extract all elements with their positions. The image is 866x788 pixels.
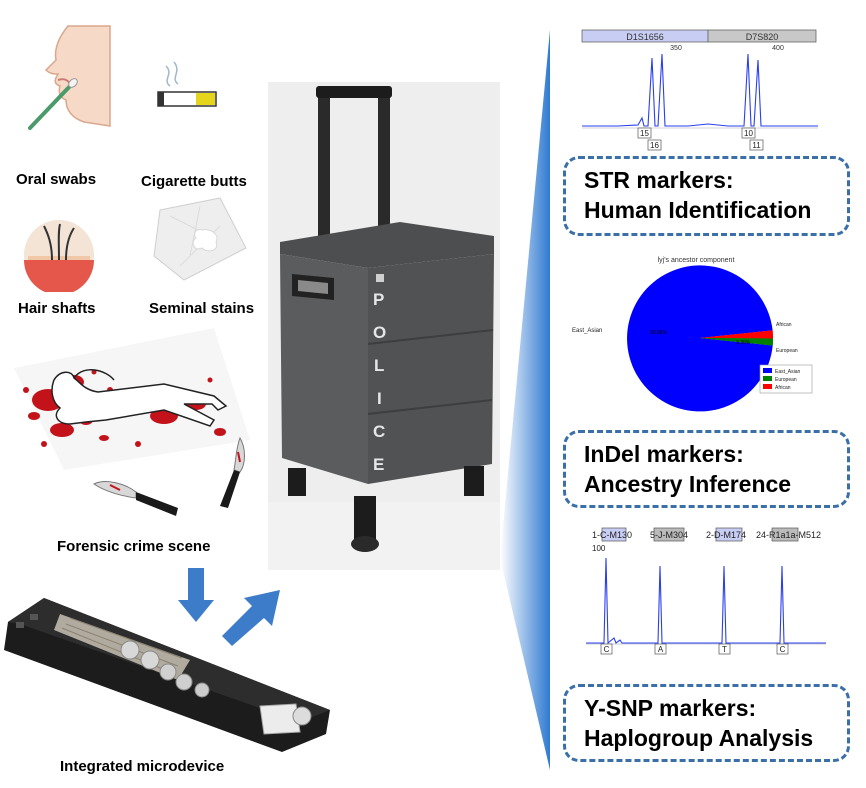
diagonal-up-arrow-icon [222,590,280,646]
indel-card-title: InDel markers: [584,441,744,467]
police-letter-O: O [373,323,387,342]
pie-side-label-european: European [776,348,798,354]
str-allele-10: 10 [744,129,753,138]
ysnp-allele-3: T [722,645,727,654]
ysnp-marker-4: 24-R1a1a-M512 [756,530,821,540]
police-letter-I: I [377,389,382,408]
str-locus-2: D7S820 [746,32,779,42]
results-wedge [500,30,550,770]
ysnp-card-title: Y-SNP markers: [584,695,757,721]
legend-swatch-african [763,384,772,389]
pie-side-label-african: African [776,322,792,328]
microdevice-illustration [4,598,330,752]
indel-card: InDel markers: Ancestry Inference [563,430,850,508]
ysnp-allele-1: C [604,645,610,654]
police-letter-E: E [373,455,385,474]
str-tick-400: 400 [772,45,784,52]
ancestry-pie-chart: lyj's ancestor component East_Asian Afri… [572,257,813,412]
str-allele-15: 15 [640,129,649,138]
crime-scene-illustration [14,328,250,516]
str-tick-350: 350 [670,45,682,52]
police-letter-C: C [373,422,386,441]
oral-swab-illustration [28,25,111,130]
oral-swabs-label: Oral swabs [16,171,97,188]
str-card-title: STR markers: [584,167,734,193]
ysnp-electropherogram: 1-C-M130 5-J-M304 2-D-M174 24-R1a1a-M512… [586,527,826,655]
indel-card-subtitle: Ancestry Inference [584,471,792,497]
pie-slice-label-main: 93.86% [650,330,668,336]
str-card-subtitle: Human Identification [584,197,812,223]
crime-scene-label: Forensic crime scene [57,538,211,555]
legend-east-asian: East_Asian [775,369,801,375]
legend-swatch-east-asian [763,368,772,373]
police-letter-L: L [374,356,385,375]
ysnp-allele-4: C [780,645,786,654]
cigarette-butts-label: Cigarette butts [141,173,247,190]
hair-shafts-label: Hair shafts [18,300,96,317]
ysnp-allele-2: A [658,645,664,654]
seminal-stain-illustration [153,197,247,281]
ysnp-tick-100: 100 [592,544,606,553]
str-card: STR markers: Human Identification [563,156,850,236]
instrument-illustration [268,82,500,570]
ysnp-marker-1: 1-C-M130 [592,530,632,540]
pie-slice-label-small: 3.39% [736,340,751,346]
ysnp-card-subtitle: Haplogroup Analysis [584,725,814,751]
down-arrow-icon [178,568,214,622]
str-locus-bar-2 [707,29,817,43]
legend-european: European [775,377,797,383]
legend-swatch-european [763,376,772,381]
ysnp-card: Y-SNP markers: Haplogroup Analysis [563,684,850,762]
legend-african: African [775,385,791,391]
str-allele-16: 16 [650,141,659,150]
hair-shaft-illustration [24,220,94,292]
pie-side-label-east-asian: East_Asian [572,328,602,334]
ysnp-marker-3: 2-D-M174 [706,530,746,540]
str-allele-11: 11 [752,141,761,150]
str-electropherogram: D1S1656 D7S820 350 400 15 16 10 11 [581,29,818,151]
pie-title: lyj's ancestor component [658,257,735,264]
pie-slice-east-asian [627,265,773,412]
str-locus-1: D1S1656 [626,32,664,42]
seminal-stains-label: Seminal stains [149,300,255,317]
cigarette-butt-illustration [157,61,217,107]
police-letter-P: P [373,290,385,309]
ysnp-marker-2: 5-J-M304 [650,530,688,540]
microdevice-label: Integrated microdevice [60,758,225,775]
